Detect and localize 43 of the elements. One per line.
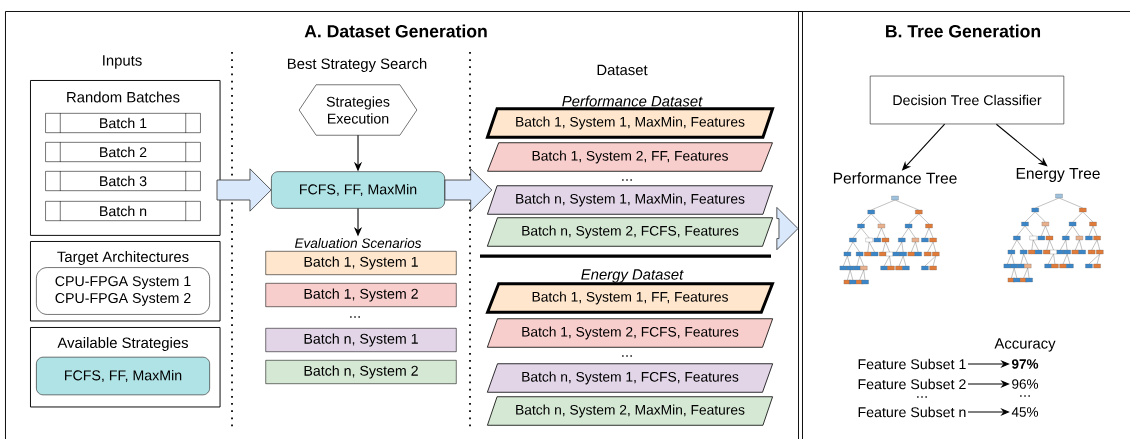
- accuracy-value: 97%: [1011, 359, 1039, 369]
- ellipsis: ...: [1020, 395, 1030, 397]
- scenario-box: Batch 1, System 2: [265, 283, 457, 307]
- arrow: [995, 123, 1048, 167]
- ellipsis: ...: [350, 316, 360, 318]
- dataset-parallelogram: Batch 1, System 2, FCFS, Features: [486, 318, 774, 348]
- ellipsis: ...: [622, 179, 632, 181]
- scenario-box: Batch n, System 2: [265, 360, 457, 384]
- block-arrow: [216, 168, 272, 212]
- tree-label: Performance Tree: [833, 172, 957, 184]
- section-label: Energy Dataset: [581, 269, 684, 283]
- column-heading: Accuracy: [994, 338, 1056, 352]
- ellipsis: ...: [917, 396, 927, 398]
- accuracy-value: 45%: [1011, 407, 1039, 417]
- block-arrow: [444, 168, 493, 212]
- batch-box: Batch 1: [45, 112, 201, 134]
- dataset-parallelogram: Batch 1, System 1, MaxMin, Features: [485, 107, 775, 139]
- batch-box: Batch n: [45, 200, 201, 222]
- classifier-box: Decision Tree Classifier: [869, 75, 1065, 125]
- subset-label: Feature Subset n: [858, 406, 966, 418]
- system-box: CPU-FPGA System 1 CPU-FPGA System 2: [36, 267, 210, 315]
- block-arrow: [776, 207, 799, 251]
- ellipsis: ...: [622, 355, 632, 357]
- tree-label: Energy Tree: [1016, 168, 1100, 182]
- accuracy-value: 96%: [1012, 379, 1039, 389]
- process-hexagon: Strategies Execution: [298, 84, 418, 136]
- dataset-parallelogram: Batch n, System 2, FCFS, Features: [486, 217, 774, 247]
- batch-box: Batch 2: [45, 141, 201, 163]
- dataset-parallelogram: Batch 1, System 2, FF, Features: [487, 142, 773, 172]
- dataset-parallelogram: Batch n, System 1, FCFS, Features: [486, 363, 774, 393]
- column-heading: Dataset: [597, 64, 648, 76]
- scenario-box: Batch 1, System 1: [265, 251, 457, 275]
- dataset-parallelogram: Batch n, System 1, MaxMin, Features: [487, 185, 773, 215]
- section-label: Performance Dataset: [562, 95, 703, 107]
- strategy-box: FCFS, FF, MaxMin: [36, 356, 210, 396]
- section-label: Evaluation Scenarios: [294, 238, 422, 248]
- subset-label: Feature Subset 2: [858, 378, 966, 390]
- batch-box: Batch 3: [45, 170, 201, 192]
- strategy-box: FCFS, FF, MaxMin: [271, 171, 445, 209]
- dataset-parallelogram: Batch n, System 2, MaxMin, Features: [487, 396, 773, 426]
- scenario-box: Batch n, System 1: [265, 328, 457, 352]
- column-heading: Inputs: [103, 55, 142, 69]
- subset-label: Feature Subset 1: [858, 358, 966, 370]
